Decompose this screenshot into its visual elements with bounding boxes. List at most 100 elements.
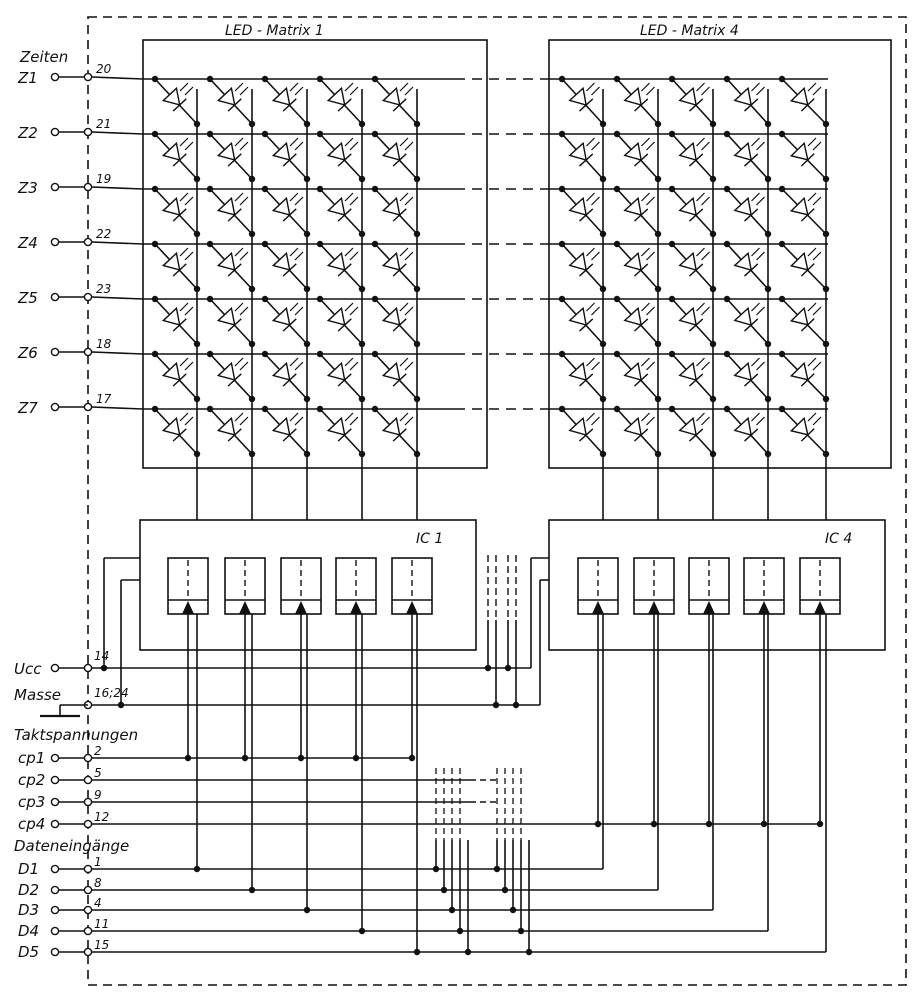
led-emission-arrow	[349, 361, 359, 371]
row-junction	[206, 350, 214, 358]
row-junction	[778, 130, 786, 138]
led-icon	[326, 361, 346, 381]
row-junction	[261, 295, 269, 303]
led-emission-arrow	[234, 302, 244, 312]
led-cathode-bar	[337, 208, 352, 222]
led-emission-arrow	[812, 251, 822, 261]
column-junction	[303, 120, 311, 128]
led-emission-arrow	[646, 86, 655, 96]
led-cathode-bar	[634, 208, 649, 222]
led-icon	[733, 141, 753, 161]
led-matrix-2-box	[548, 39, 892, 469]
junction-dot	[440, 886, 448, 894]
column-junction	[248, 395, 256, 403]
row-pin-terminal	[83, 347, 93, 357]
led-emission-arrow	[701, 86, 710, 96]
column-junction	[303, 395, 311, 403]
led-emission-arrow	[641, 302, 650, 312]
clock-pin-terminal	[83, 775, 93, 785]
led-emission-arrow	[179, 247, 189, 257]
led-icon	[326, 416, 346, 436]
led-cathode-bar	[337, 263, 352, 277]
column-junction	[764, 120, 772, 128]
data-label: D5	[18, 943, 39, 961]
led-cathode-bar	[337, 98, 352, 112]
column-junction	[709, 230, 717, 238]
led-cathode-bar	[227, 428, 242, 442]
row-junction	[206, 240, 214, 248]
led-emission-arrow	[586, 82, 595, 92]
led-emission-arrow	[184, 361, 194, 371]
junction-dot	[456, 927, 464, 935]
led-cathode-bar	[172, 263, 187, 277]
led-cathode-bar	[227, 263, 242, 277]
clock-pin-number: 9	[94, 788, 102, 802]
junction-dot	[650, 820, 658, 828]
led-emission-arrow	[239, 196, 249, 206]
row-junction	[261, 130, 269, 138]
junction-dot	[100, 664, 108, 672]
junction-dot	[184, 754, 192, 762]
led-icon	[271, 361, 291, 381]
led-emission-arrow	[807, 247, 817, 257]
led-emission-arrow	[239, 306, 249, 316]
clock-pin-terminal	[83, 797, 93, 807]
row-junction	[558, 185, 566, 193]
led-emission-arrow	[591, 416, 600, 426]
led-emission-arrow	[701, 251, 710, 261]
row-junction	[151, 295, 159, 303]
led-emission-arrow	[591, 306, 600, 316]
led-cathode-bar	[744, 318, 759, 332]
led-icon	[216, 196, 236, 216]
led-emission-arrow	[344, 357, 354, 367]
row-junction	[778, 75, 786, 83]
led-emission-arrow	[399, 412, 409, 422]
led-emission-arrow	[239, 251, 249, 261]
junction-dot	[448, 906, 456, 914]
data-pin-number: 4	[94, 896, 102, 910]
row-pin-terminal	[83, 237, 93, 247]
led-cathode-bar	[172, 153, 187, 167]
led-icon	[216, 86, 236, 106]
row-junction	[558, 130, 566, 138]
column-junction	[413, 450, 421, 458]
led-emission-arrow	[641, 82, 650, 92]
row-junction	[316, 350, 324, 358]
led-cathode-bar	[282, 318, 297, 332]
column-junction	[709, 395, 717, 403]
led-icon	[326, 141, 346, 161]
column-junction	[764, 450, 772, 458]
column-junction	[709, 450, 717, 458]
led-emission-arrow	[751, 82, 760, 92]
led-cathode-bar	[689, 153, 704, 167]
junction-dot	[509, 906, 517, 914]
led-cathode-bar	[172, 428, 187, 442]
led-cathode-bar	[744, 263, 759, 277]
ground-label: Masse	[14, 686, 61, 704]
led-emission-arrow	[812, 196, 822, 206]
led-emission-arrow	[179, 412, 189, 422]
row-wire	[91, 241, 144, 245]
led-emission-arrow	[646, 416, 655, 426]
row-junction	[558, 405, 566, 413]
row-junction	[613, 75, 621, 83]
row-junction	[613, 185, 621, 193]
led-icon	[161, 306, 181, 326]
led-icon	[161, 416, 181, 436]
row-pin-terminal	[83, 127, 93, 137]
column-junction	[193, 340, 201, 348]
junction-dot	[117, 701, 125, 709]
led-emission-arrow	[234, 412, 244, 422]
led-cathode-bar	[282, 428, 297, 442]
led-icon	[216, 306, 236, 326]
led-emission-arrow	[696, 357, 705, 367]
led-emission-arrow	[807, 302, 817, 312]
column-junction	[822, 175, 830, 183]
clock-input-triangle-icon	[239, 601, 251, 614]
led-cathode-bar	[800, 208, 815, 222]
led-emission-arrow	[349, 416, 359, 426]
data-pin-number: 1	[94, 855, 102, 869]
led-emission-arrow	[646, 196, 655, 206]
led-cathode-bar	[172, 318, 187, 332]
row-junction	[316, 240, 324, 248]
